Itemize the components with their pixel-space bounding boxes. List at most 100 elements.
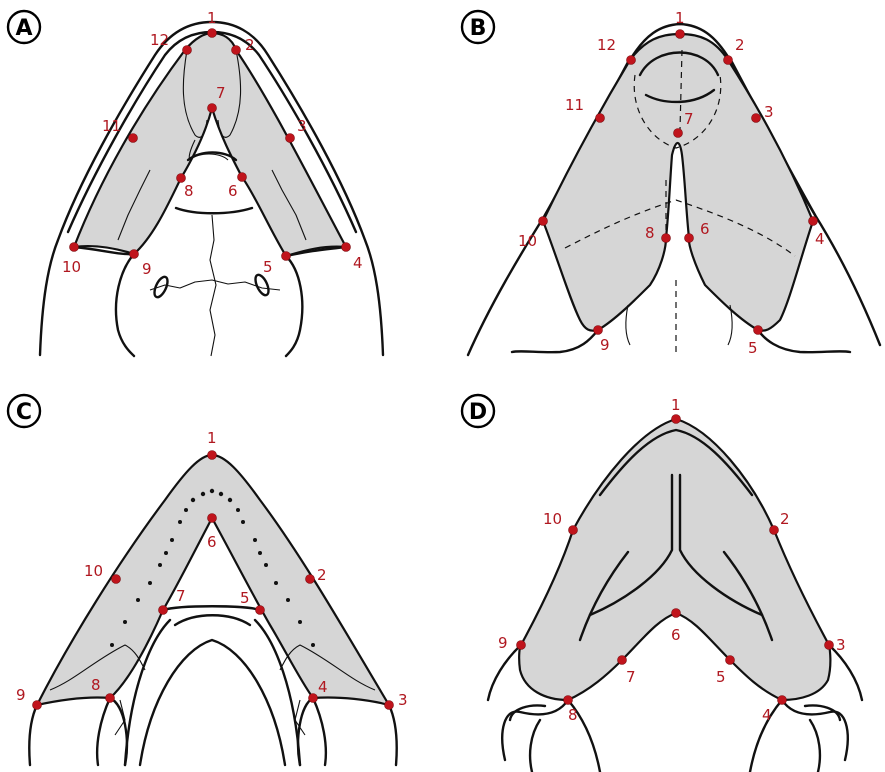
panel-c-label-4: 4 — [318, 678, 328, 696]
panel-b-bone-region — [543, 34, 813, 331]
panel-d-label-10: 10 — [543, 510, 562, 528]
panel-c-label-8: 8 — [91, 676, 101, 694]
panel-d-landmark-2 — [770, 526, 779, 535]
panel-c-landmark-9 — [33, 701, 42, 710]
panel-c-label-3: 3 — [398, 691, 408, 709]
panel-d-landmark-4 — [778, 696, 787, 705]
panel-a-right-orbit — [286, 247, 346, 356]
panel-d-bone-region — [519, 419, 830, 700]
svg-text:B: B — [470, 16, 487, 41]
panel-a-landmark-11 — [129, 134, 138, 143]
panel-b-label-4: 4 — [815, 230, 825, 248]
panel-d-landmark-8 — [564, 696, 573, 705]
panel-c-label-6: 6 — [207, 533, 217, 551]
svg-text:D: D — [469, 400, 487, 425]
panel-b-landmark-5 — [754, 326, 763, 335]
panel-a-label-2: 2 — [245, 36, 255, 54]
panel-a-left-orbit — [74, 247, 134, 356]
panel-a-label-4: 4 — [353, 254, 363, 272]
panel-a-landmark-12 — [183, 46, 192, 55]
panel-a-label-8: 8 — [184, 182, 194, 200]
panel-b-landmark-8 — [662, 234, 671, 243]
panel-c-label-2: 2 — [317, 566, 327, 584]
panel-a-landmark-4 — [342, 243, 351, 252]
panel-b-landmark-1 — [676, 30, 685, 39]
panel-a-landmark-1 — [208, 29, 217, 38]
panel-a: A — [8, 9, 383, 356]
panel-a-label-12: 12 — [150, 31, 169, 49]
panel-b-landmark-9 — [594, 326, 603, 335]
panel-d: D 1 2 3 4 5 — [462, 395, 862, 772]
panel-d-badge: D — [462, 395, 494, 427]
panel-b-label-1: 1 — [675, 9, 685, 27]
panel-b-label-6: 6 — [700, 220, 710, 238]
panel-c-landmark-7 — [159, 606, 168, 615]
panel-c-landmark-8 — [106, 694, 115, 703]
panel-d-label-4: 4 — [762, 706, 772, 724]
panel-b-label-12: 12 — [597, 36, 616, 54]
panel-c-label-10: 10 — [84, 562, 103, 580]
panel-c-badge: C — [8, 395, 40, 427]
panel-c-label-5: 5 — [240, 589, 250, 607]
panel-c-landmark-5 — [256, 606, 265, 615]
panel-b-landmark-11 — [596, 114, 605, 123]
panel-c-landmark-1 — [208, 451, 217, 460]
panel-b-badge: B — [462, 11, 494, 43]
panel-b-landmark-6 — [685, 234, 694, 243]
panel-b-label-7: 7 — [684, 110, 694, 128]
panel-b: B 1 2 3 — [462, 9, 880, 357]
panel-a-label-11: 11 — [102, 117, 121, 135]
panel-c-label-1: 1 — [207, 429, 217, 447]
panel-b-label-11: 11 — [565, 96, 584, 114]
panel-d-label-3: 3 — [836, 636, 846, 654]
panel-d-landmark-9 — [517, 641, 526, 650]
panel-d-label-1: 1 — [671, 396, 681, 414]
panel-a-landmark-7 — [208, 104, 217, 113]
panel-c-landmark-6 — [208, 514, 217, 523]
panel-c: C — [8, 395, 408, 765]
panel-d-landmark-5 — [726, 656, 735, 665]
panel-d-label-7: 7 — [626, 668, 636, 686]
panel-a-landmark-2 — [232, 46, 241, 55]
panel-c-landmark-4 — [309, 694, 318, 703]
panel-a-label-10: 10 — [62, 258, 81, 276]
svg-text:C: C — [16, 400, 32, 425]
svg-text:A: A — [15, 16, 32, 41]
panel-b-label-2: 2 — [735, 36, 745, 54]
panel-a-label-9: 9 — [142, 260, 152, 278]
panel-c-landmark-2 — [306, 575, 315, 584]
panel-a-landmark-3 — [286, 134, 295, 143]
panel-d-landmark-10 — [569, 526, 578, 535]
panel-c-label-7: 7 — [176, 587, 186, 605]
panel-d-label-6: 6 — [671, 626, 681, 644]
panel-c-label-9: 9 — [16, 686, 26, 704]
panel-c-landmark-3 — [385, 701, 394, 710]
panel-d-landmark-3 — [825, 641, 834, 650]
panel-a-landmark-6 — [238, 173, 247, 182]
panel-a-label-6: 6 — [228, 182, 238, 200]
panel-b-label-5: 5 — [748, 339, 758, 357]
panel-a-label-7: 7 — [216, 84, 226, 102]
panel-b-label-3: 3 — [764, 103, 774, 121]
panel-a-landmark-10 — [70, 243, 79, 252]
panel-d-label-8: 8 — [568, 706, 578, 724]
panel-b-label-10: 10 — [518, 232, 537, 250]
panel-d-landmark-1 — [672, 415, 681, 424]
panel-d-label-2: 2 — [780, 510, 790, 528]
panel-b-landmark-4 — [809, 217, 818, 226]
panel-b-landmark-10 — [539, 217, 548, 226]
panel-a-landmark-5 — [282, 252, 291, 261]
panel-a-landmark-9 — [130, 250, 139, 259]
panel-b-label-9: 9 — [600, 336, 610, 354]
panel-d-landmark-6 — [672, 609, 681, 618]
panel-d-landmark-7 — [618, 656, 627, 665]
panel-d-label-9: 9 — [498, 634, 508, 652]
panel-b-landmark-3 — [752, 114, 761, 123]
panel-b-label-8: 8 — [645, 224, 655, 242]
panel-b-landmark-12 — [627, 56, 636, 65]
panel-a-label-5: 5 — [263, 258, 273, 276]
panel-b-landmark-7 — [674, 129, 683, 138]
panel-b-landmark-2 — [724, 56, 733, 65]
panel-a-label-3: 3 — [297, 117, 307, 135]
